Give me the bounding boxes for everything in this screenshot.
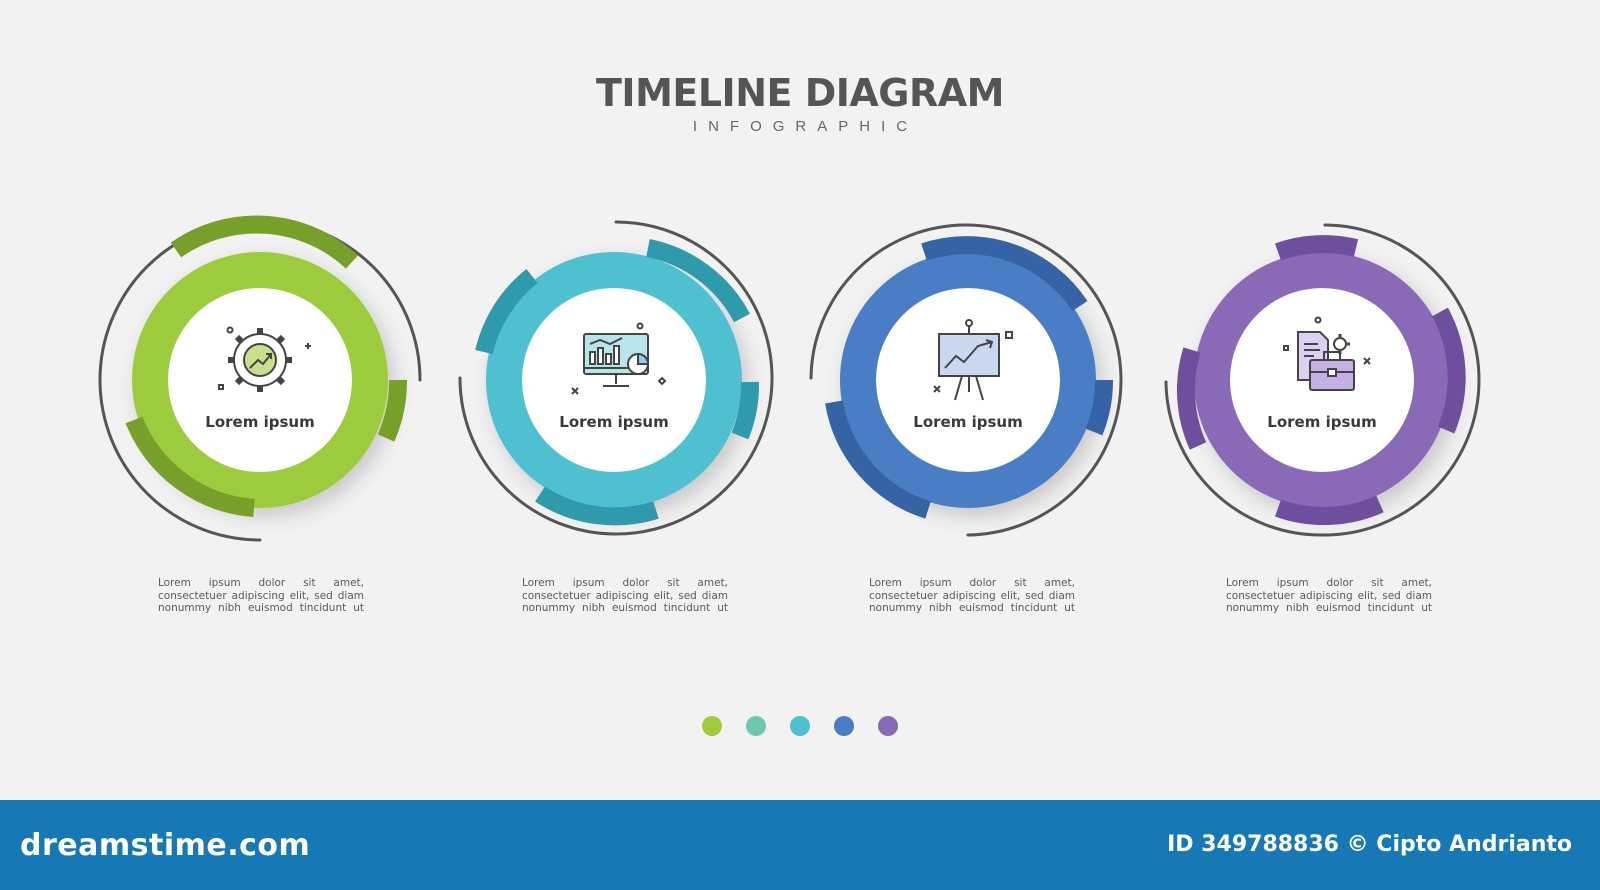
ring-accent (1177, 347, 1207, 450)
diagram-subtitle: INFOGRAPHIC (692, 118, 919, 135)
pager-dot[interactable] (834, 716, 854, 736)
pager-dot[interactable] (790, 716, 810, 736)
pager-dot[interactable] (746, 716, 766, 736)
description-line: nonummy nibh euismod tincidunt ut (1226, 602, 1432, 614)
ring-accent (377, 379, 408, 442)
description-line: Lorem ipsum dolor sit amet, (158, 577, 364, 589)
inner-disc (168, 288, 352, 472)
description-line: consectetuer adipiscing elit, sed diam (1226, 589, 1432, 602)
ring-accent (1274, 235, 1359, 261)
ring-accent (646, 239, 750, 323)
step-label: Lorem ipsum (1267, 413, 1376, 431)
ring-accent (535, 486, 659, 526)
ring-accent (731, 381, 760, 440)
outer-arc (809, 223, 1123, 537)
ring-accent (921, 236, 1088, 312)
image-credit: ID 349788836 © Cipto Andrianto (1167, 832, 1572, 857)
pager-dot[interactable] (702, 716, 722, 736)
pager-dot[interactable] (878, 716, 898, 736)
header: TIMELINE DIAGRAM INFOGRAPHIC (0, 70, 1600, 138)
inner-disc (522, 288, 706, 472)
outer-arc (458, 220, 774, 536)
step-label: Lorem ipsum (913, 413, 1022, 431)
description-line: consectetuer adipiscing elit, sed diam (869, 589, 1075, 602)
pager-dots (0, 716, 1600, 736)
timeline-step-3: Lorem ipsum (809, 223, 1123, 537)
ring-accent (125, 416, 255, 517)
description-line: consectetuer adipiscing elit, sed diam (522, 589, 728, 602)
briefcase-document-icon (1283, 316, 1371, 391)
description-line: Lorem ipsum dolor sit amet, (522, 577, 728, 589)
step-label: Lorem ipsum (559, 413, 668, 431)
description-line: Lorem ipsum dolor sit amet, (869, 577, 1075, 589)
step-description-3: Lorem ipsum dolor sit amet, consectetuer… (869, 577, 1075, 615)
step-label: Lorem ipsum (205, 413, 314, 431)
outer-arc (1164, 223, 1481, 537)
brand-logo[interactable]: dreamstime.com (20, 828, 311, 863)
ring-accent (1274, 495, 1384, 526)
timeline-step-2: Lorem ipsum (458, 220, 774, 536)
timeline-step-4: Lorem ipsum (1164, 223, 1481, 537)
description-line: nonummy nibh euismod tincidunt ut (522, 602, 728, 614)
ring-accent (825, 400, 931, 519)
description-line: nonummy nibh euismod tincidunt ut (158, 602, 364, 614)
ring-accent (1085, 379, 1114, 436)
description-line: Lorem ipsum dolor sit amet, (1226, 577, 1432, 589)
timeline-step-1: Lorem ipsum (98, 215, 422, 542)
ring-accent (475, 268, 538, 355)
step-description-1: Lorem ipsum dolor sit amet, consectetuer… (158, 577, 364, 615)
gear-growth-icon (218, 326, 311, 392)
ring-accent (170, 215, 359, 269)
outer-arc (98, 218, 422, 542)
monitor-chart-icon (571, 322, 667, 395)
diagram-title: TIMELINE DIAGRAM (596, 71, 1004, 115)
presentation-board-icon (933, 319, 1013, 401)
footer-bar: dreamstime.com ID 349788836 © Cipto Andr… (0, 800, 1600, 890)
description-line: consectetuer adipiscing elit, sed diam (158, 589, 364, 602)
timeline-diagram: Lorem ipsum Lorem ipsum (98, 215, 1481, 542)
step-description-2: Lorem ipsum dolor sit amet, consectetuer… (522, 577, 728, 615)
step-description-4: Lorem ipsum dolor sit amet, consectetuer… (1226, 577, 1432, 615)
ring-accent (1432, 307, 1466, 434)
description-line: nonummy nibh euismod tincidunt ut (869, 602, 1075, 614)
